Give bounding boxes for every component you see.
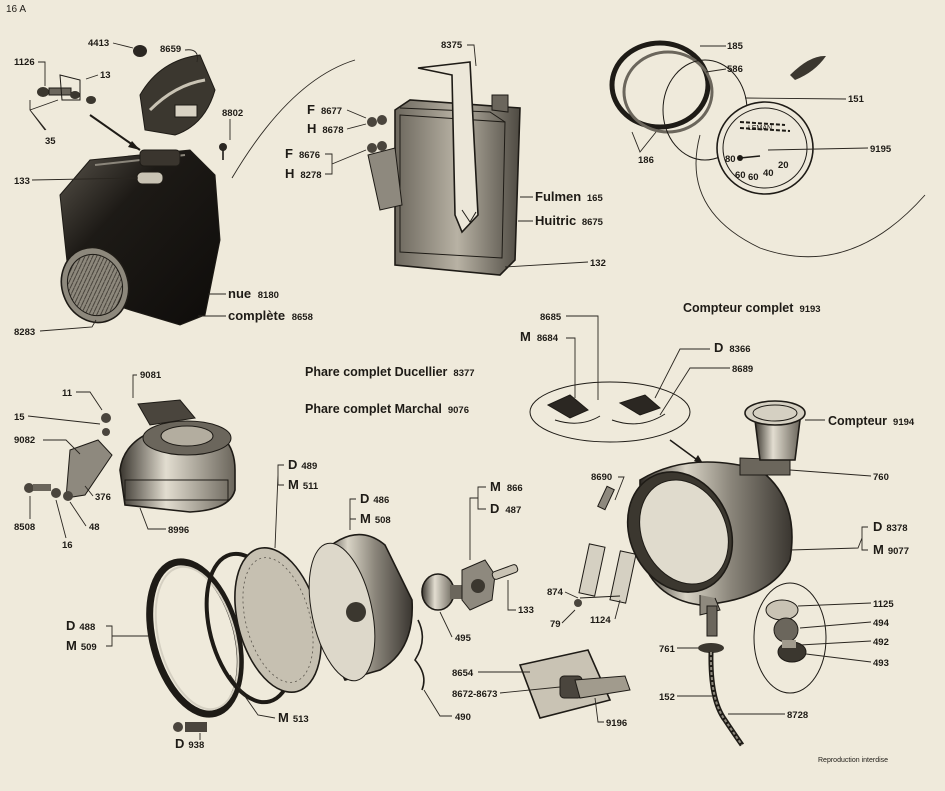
footer-note: Reproduction interdise [818, 757, 888, 764]
callout-79: 79 [550, 619, 561, 630]
callout-8375: 8375 [441, 40, 463, 51]
clips-oval-illustration [529, 381, 691, 443]
callout-8508: 8508 [14, 522, 35, 533]
callout-8690: 8690 [591, 472, 612, 483]
callout-11: 11 [62, 388, 73, 399]
callout-9196: 9196 [606, 718, 627, 729]
tail-label-nue: nue 8180 [228, 286, 279, 301]
callout-1126: 1126 [14, 57, 35, 68]
callout-8689: 8689 [732, 364, 753, 375]
tail-lamp-illustration [37, 45, 227, 326]
callout-760: 760 [873, 472, 889, 483]
callout-1125: 1125 [873, 599, 894, 610]
headlamp-shell-illustration [626, 400, 806, 616]
callout-1124: 1124 [590, 615, 611, 626]
callout-8685: 8685 [540, 312, 562, 323]
callout-48: 48 [89, 522, 100, 533]
callout-8283: 8283 [14, 327, 35, 338]
callout-490: 490 [455, 712, 471, 723]
battery-label-huitric: Huitric 8675 [535, 213, 604, 228]
callout-8728: 8728 [787, 710, 808, 721]
bulb-holder-illustration [414, 559, 519, 691]
callout-4413: 4413 [88, 38, 109, 49]
callout-133-tail: 133 [14, 176, 30, 187]
speedo-cable-illustration [698, 605, 745, 747]
callout-152: 152 [659, 692, 675, 703]
callout-9082: 9082 [14, 435, 35, 446]
callout-761: 761 [659, 644, 676, 655]
callout-494: 494 [873, 618, 890, 629]
callout-376: 376 [95, 492, 111, 503]
callout-8672-8673: 8672-8673 [452, 689, 497, 700]
callout-8996: 8996 [168, 525, 189, 536]
callout-492: 492 [873, 637, 889, 648]
callout-495: 495 [455, 633, 472, 644]
speedo-face-20: 20 [778, 160, 789, 171]
callout-8659: 8659 [160, 44, 181, 55]
callout-9195: 9195 [870, 144, 892, 155]
battery-illustration [367, 61, 521, 276]
switch-plate-illustration [518, 485, 637, 719]
battery-label-fulmen: Fulmen 165 [535, 189, 603, 204]
callout-16: 16 [62, 540, 73, 551]
callout-132: 132 [590, 258, 606, 269]
callout-8654: 8654 [452, 668, 474, 679]
callout-493: 493 [873, 658, 889, 669]
speedo-face-60: 60 [748, 172, 759, 183]
callout-586: 586 [727, 64, 743, 75]
speedometer-illustration: LEMAN 80 60 60 40 20 [609, 40, 826, 195]
tail-label-complete: complète 8658 [228, 308, 313, 323]
callout-185: 185 [727, 41, 744, 52]
page-number: 16 A [6, 4, 26, 15]
callout-874: 874 [547, 587, 564, 598]
headlamp-rings-illustration [146, 533, 414, 732]
callout-186: 186 [638, 155, 654, 166]
callout-35: 35 [45, 136, 56, 147]
callout-15: 15 [14, 412, 25, 423]
callout-8802: 8802 [222, 108, 243, 119]
speedo-face-40: 40 [763, 168, 774, 179]
callout-151: 151 [848, 94, 865, 105]
callout-133-holder: 133 [518, 605, 534, 616]
callout-13: 13 [100, 70, 111, 81]
speedo-face-60a: 60 [735, 170, 746, 181]
horn-illustration [24, 399, 236, 513]
speedo-face-80: 80 [725, 154, 736, 165]
callout-9081: 9081 [140, 370, 162, 381]
switch-knob-illustration [753, 582, 827, 694]
